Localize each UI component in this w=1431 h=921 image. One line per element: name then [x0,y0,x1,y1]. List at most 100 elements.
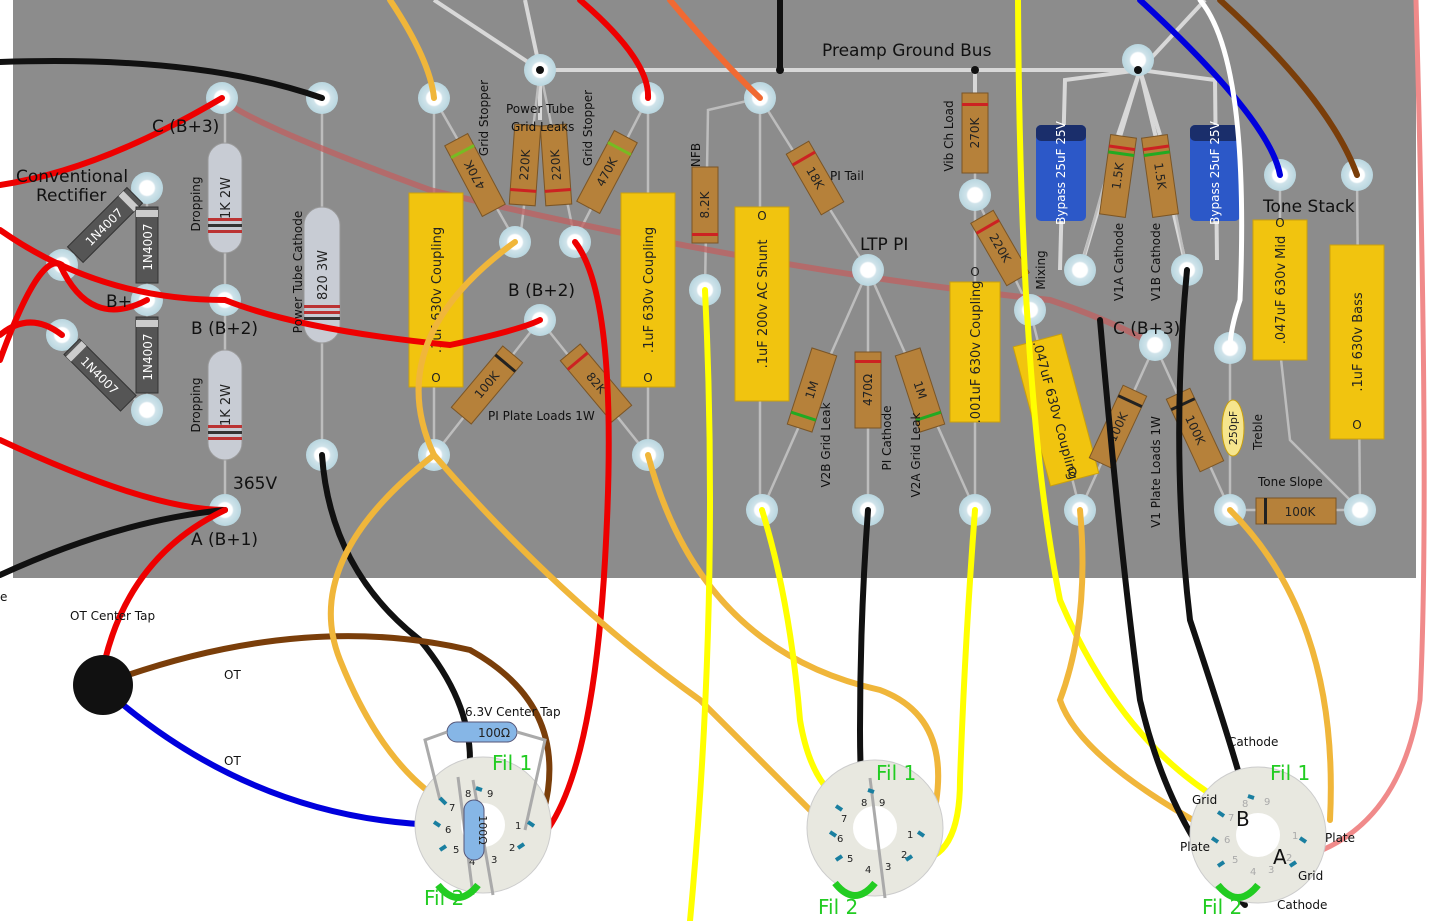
bypass-caps: Bypass 25uF 25V Bypass 25uF 25V [1036,120,1240,225]
conventional-label: Conventional [16,167,128,187]
b3-trace [219,95,1157,348]
c-b3-left-label: C (B+3) [152,117,219,137]
grid-label-left: Grid [1192,793,1217,807]
res-100ohm-a: 100Ω [478,726,510,740]
plate-label-right: Plate [1325,831,1355,845]
ltp-pi-label: LTP PI [860,235,908,255]
cap-mid: .047uF 630v Mid [1274,236,1289,345]
pin-label: 9 [879,798,885,809]
fil2-label-b: Fil 2 [818,895,858,919]
pin-label: 4 [865,865,871,876]
pin-label: 8 [465,789,471,800]
v1a-cathode-label: V1A Cathode [1112,223,1126,301]
pin-label: 6 [445,825,451,836]
power-tube-cathode-label: Power Tube Cathode [291,211,305,333]
c-b3-right-label: C (B+3) [1113,319,1180,339]
cap-marker-6: O [1275,216,1284,230]
tone-stack-label: Tone Stack [1262,197,1355,217]
res-v2a-1m: 1M [911,379,930,400]
pi-plate-loads-label: PI Plate Loads 1W [488,409,595,423]
pin-label: 2 [1286,853,1292,864]
labels: Preamp Ground Bus C (B+3) Conventional R… [0,41,1355,912]
cap-coupling-2: .1uF 630v Coupling [642,227,657,353]
res-v1a-cathode: 1.5K [1109,161,1127,191]
grid-stopper-label-1: Grid Stopper [477,80,491,156]
bypass-cap-1-label: Bypass 25uF 25V [1054,120,1068,224]
cathode-res-value: 820 3W [316,250,331,300]
b-b2-mid-label: B (B+2) [508,281,575,301]
dropping-label-1: Dropping [189,176,203,231]
pin-label: 3 [1268,865,1274,876]
power-resistors: 1K 2W 1K 2W 820 3W [207,142,341,461]
dropping-label-2: Dropping [189,377,203,432]
plate-label-left: Plate [1180,840,1210,854]
e-cut-label: e [0,590,7,604]
cap-ac-shunt: .1uF 200v AC Shunt [756,240,771,369]
pin-markers [432,786,1308,868]
tube-socket-pi: 1 2 3 4 5 6 7 8 9 [806,759,944,899]
res-220k-a: 220K [517,148,533,181]
res-tone-slope: 100K [1285,505,1317,519]
grid-label-right: Grid [1298,869,1323,883]
ot-center-tap-label: OT Center Tap [70,609,155,623]
cap-treble: 250pF [1227,411,1240,445]
cathode-label-bottom: Cathode [1277,898,1327,912]
pin-label: 3 [885,862,891,873]
tube-socket-v1: 1 2 3 4 5 6 7 8 9 [1189,766,1327,904]
resistor-100ohm-vert: 100Ω [463,799,489,861]
pin-label: 7 [1228,813,1234,824]
pin-label: 1 [907,830,913,841]
cathode-label-top: Cathode [1228,735,1278,749]
pin-label: 8 [1242,799,1248,810]
cap-marker-7: O [1352,418,1361,432]
diode-label-2: 1N4007 [141,223,155,270]
res-vib-270k: 270K [968,116,982,148]
bypass-cap-2-label: Bypass 25uF 25V [1208,120,1222,224]
cap-marker-2: O [643,371,652,385]
tube-b-label: B [1236,807,1250,831]
365v-label: 365V [233,474,277,494]
res-pi-cathode: 470Ω [861,374,875,406]
grid-leaks-label: Grid Leaks [511,120,574,134]
pin-label: 7 [841,814,847,825]
pi-cathode-label: PI Cathode [880,406,894,471]
cap-001-coupling: .001uF 630v Coupling [969,281,984,424]
diode-label-3: 1N4007 [141,333,155,380]
a-b1-label: A (B+1) [191,530,258,550]
fil-labels: Fil 1 Fil 2 Fil 1 Fil 2 Fil 1 Fil 2 [424,751,1310,919]
ot-label-2: OT [224,754,241,768]
b-plus-label: B+ [106,292,132,312]
cap-bass: .1uF 630v Bass [1351,292,1366,392]
pi-tail-label: PI Tail [830,169,864,183]
treble-label: Treble [1251,414,1265,451]
v2b-grid-leak-label: V2B Grid Leak [819,402,833,487]
fil1-label-c: Fil 1 [1270,761,1310,785]
cap-marker-3: O [757,209,766,223]
pin-label: 4 [469,857,475,868]
nfb-label: NFB [689,143,703,167]
v2a-grid-leak-label: V2A Grid Leak [909,412,923,497]
pin-label: 1 [515,821,521,832]
dropping-res-1-value: 1K 2W [219,177,234,219]
pin-label: 2 [509,843,515,854]
res-100ohm-b: 100Ω [476,815,489,844]
pin-label: 3 [491,855,497,866]
pin-label: 1 [1292,831,1298,842]
preamp-ground-bus-label: Preamp Ground Bus [822,41,992,61]
pin-label: 5 [1232,855,1238,866]
cap-marker-4: O [970,265,979,279]
pin-label: 5 [847,854,853,865]
cap-marker-1: O [431,371,440,385]
tone-slope-label: Tone Slope [1257,475,1323,489]
resistor-100ohm-horiz: 100Ω [423,721,547,831]
pin-label: 7 [449,803,455,814]
ot-label-1: OT [224,668,241,682]
res-v1b-cathode: 1.5K [1151,162,1169,192]
res-nfb: 8.2K [698,190,712,218]
pin-label: 9 [1264,797,1270,808]
fil1-label-a: Fil 1 [492,751,532,775]
pin-label: 9 [487,789,493,800]
dropping-res-2-value: 1K 2W [219,384,234,426]
v1-plate-loads-label: V1 Plate Loads 1W [1149,416,1163,528]
